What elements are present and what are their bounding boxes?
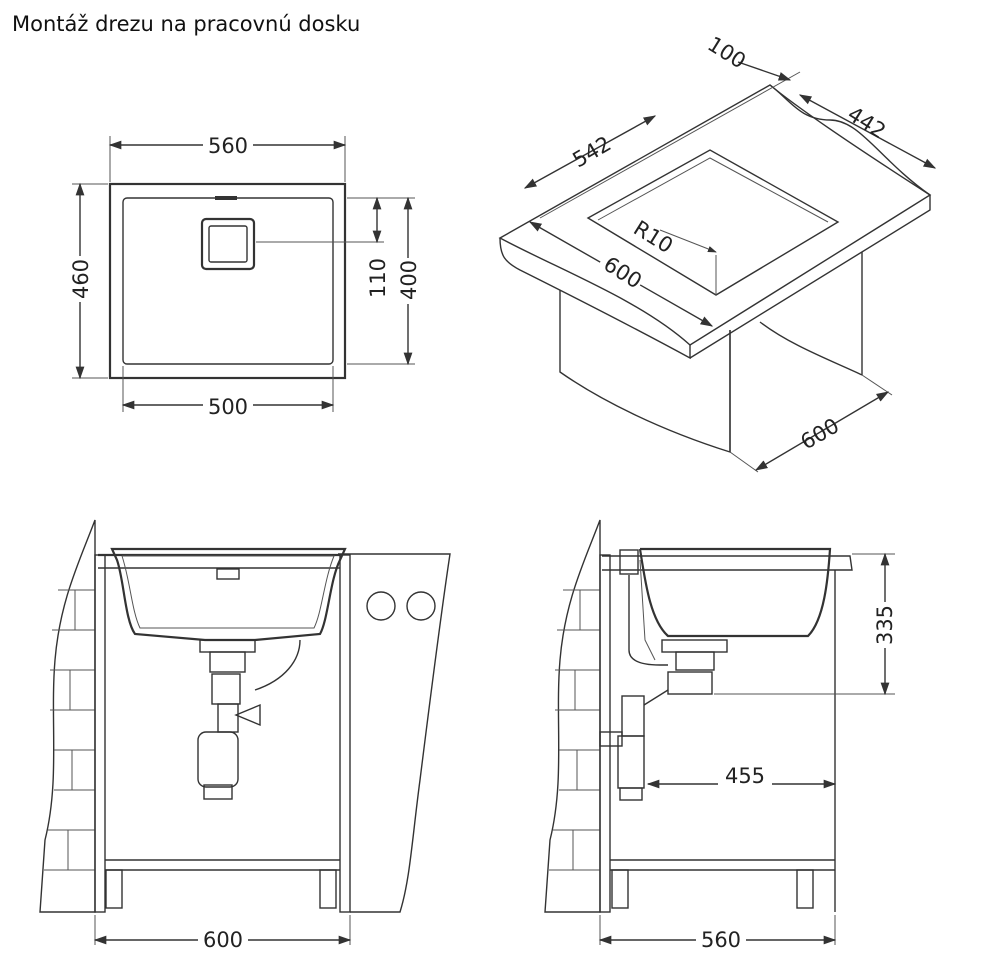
dim-cutout-width: 542 bbox=[569, 131, 616, 172]
dim-corner-radius: R10 bbox=[629, 216, 677, 258]
dim-cabinet-depth-side: 560 bbox=[701, 928, 741, 952]
dim-rear-strip: 100 bbox=[703, 32, 750, 74]
dim-cutout-depth: 442 bbox=[843, 102, 890, 144]
sink-bowl-section bbox=[110, 547, 347, 642]
drain-outer bbox=[200, 217, 256, 271]
top-view: 560 500 460 400 110 bbox=[66, 131, 423, 419]
side-view: 335 455 560 bbox=[544, 519, 900, 952]
drain-inner bbox=[208, 225, 248, 263]
dim-sink-height: 335 bbox=[873, 605, 897, 645]
dim-cabinet-width: 600 bbox=[203, 928, 243, 952]
dim-height-inner: 400 bbox=[397, 260, 421, 300]
dim-height-outer: 460 bbox=[69, 259, 93, 299]
front-view: 600 bbox=[39, 519, 451, 952]
dim-width-outer: 560 bbox=[208, 134, 248, 158]
overflow-slot bbox=[215, 196, 237, 200]
sink-bowl-outline bbox=[122, 197, 334, 365]
iso-view: R10 542 100 442 600 600 bbox=[498, 32, 937, 473]
sink-side-section bbox=[638, 547, 832, 638]
dim-cabinet-depth: 600 bbox=[797, 413, 844, 454]
dim-drain-distance: 455 bbox=[725, 764, 765, 788]
dim-width-inner: 500 bbox=[208, 395, 248, 419]
page-title: Montáž drezu na pracovnú dosku bbox=[12, 12, 361, 36]
dim-drain-offset: 110 bbox=[366, 258, 390, 298]
sink-outer-outline bbox=[108, 182, 347, 380]
